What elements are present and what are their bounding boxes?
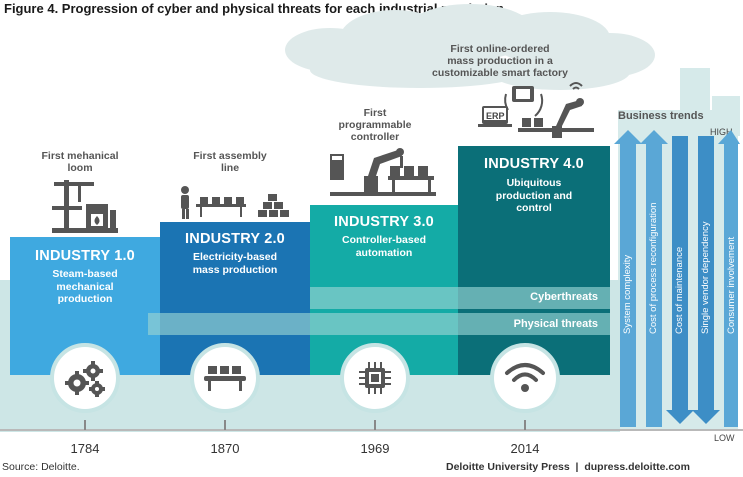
trend-arrow-system-complexity (614, 130, 642, 427)
year-1784: 1784 (70, 441, 100, 456)
industry-4-title: INDUSTRY 4.0 (484, 156, 584, 172)
year-2014: 2014 (510, 441, 540, 456)
cloud-shape (285, 4, 655, 90)
physical-threats-band (148, 313, 610, 335)
loom-icon (52, 180, 118, 233)
trend-label-cost-maintenance: Cost of maintenance (674, 246, 685, 334)
trend-arrows (614, 130, 740, 427)
industry-2-title: INDUSTRY 2.0 (185, 231, 285, 247)
trend-label-consumer-involvement: Consumer involvement (726, 236, 737, 334)
industry-1-circle (50, 343, 120, 413)
year-1870: 1870 (210, 441, 240, 456)
smart-factory-icon (478, 82, 594, 138)
industry-1-title: INDUSTRY 1.0 (35, 248, 135, 264)
high-label: HIGH (710, 127, 733, 137)
industry-4-bar (458, 146, 610, 375)
cyberthreats-label: Cyberthreats (530, 291, 598, 303)
trend-label-vendor-dependency: Single vendor dependency (700, 221, 711, 334)
physical-threats-label: Physical threats (513, 318, 598, 330)
trend-arrow-cost-maintenance (666, 136, 694, 424)
trend-arrow-consumer-involvement (718, 130, 740, 427)
trend-label-system-complexity: System complexity (622, 254, 633, 334)
year-1969: 1969 (360, 441, 390, 456)
conveyor-icon (204, 366, 246, 391)
industry-1-subtitle: Steam-based mechanical production (52, 268, 118, 305)
gears-icon (65, 361, 105, 397)
caption-factory: First online-ordered mass production in … (432, 43, 568, 79)
assembly-line-icon (181, 186, 289, 219)
source-note: Source: Deloitte. (2, 461, 80, 473)
chip-icon (359, 362, 391, 394)
trend-arrow-cost-reconfiguration (640, 130, 668, 427)
industry-4-circle (490, 343, 560, 413)
industry-3-circle (340, 343, 410, 413)
industry-2-subtitle: Electricity-based mass production (192, 251, 278, 276)
trend-label-cost-reconfiguration: Cost of process reconfiguration (648, 202, 659, 334)
caption-loom: First mehanical loom (41, 150, 119, 174)
industry-3-title: INDUSTRY 3.0 (334, 214, 434, 230)
trend-arrow-vendor-dependency (692, 136, 720, 424)
caption-plc: First programmable controller (338, 107, 412, 143)
low-label: LOW (714, 433, 735, 443)
wifi-icon (505, 363, 545, 392)
industry-4-subtitle: Ubiquitous production and control (495, 177, 573, 214)
business-trends-header: Business trends (618, 110, 704, 122)
caption-assembly: First assembly line (193, 150, 267, 174)
erp-label: ERP (486, 111, 505, 121)
publisher-credit: Deloitte University Press | dupress.delo… (446, 461, 690, 473)
timeline-ticks (84, 420, 526, 430)
industry-3-subtitle: Controller-based automation (341, 234, 426, 259)
industry-2-circle (190, 343, 260, 413)
robotic-arm-icon (330, 148, 436, 196)
cyberthreats-band (310, 287, 610, 309)
